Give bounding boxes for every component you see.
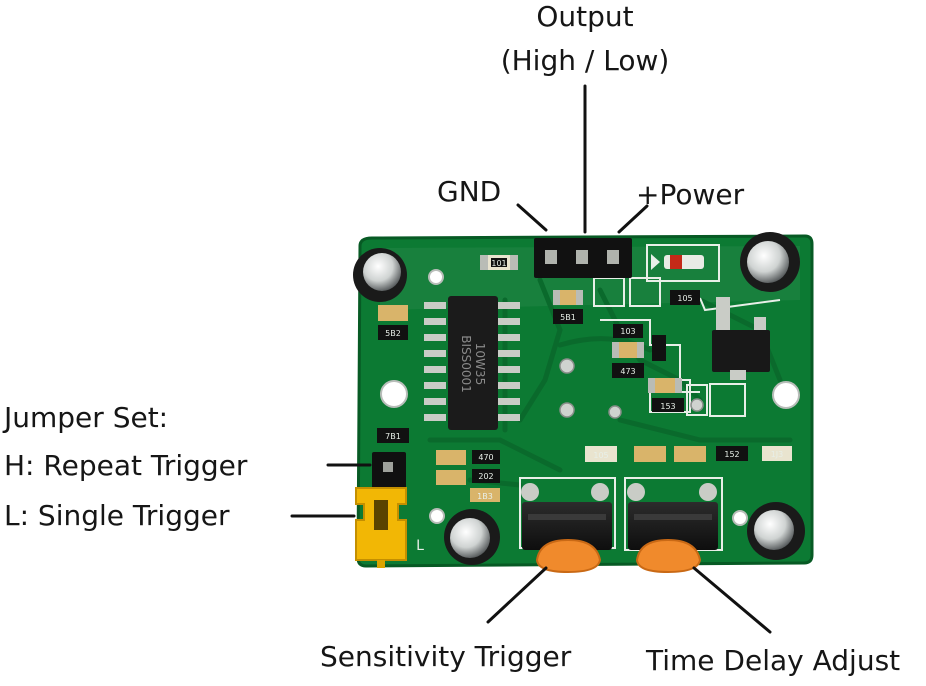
repeat-trigger-label: H: Repeat Trigger	[4, 449, 248, 482]
silk-label-152: 152	[724, 450, 739, 459]
pcb-silkscreen	[519, 277, 781, 551]
silk-label-105: 105	[677, 294, 692, 303]
silk-label-103: 103	[620, 327, 635, 336]
silk-label-153: 153	[660, 402, 675, 411]
time-delay-leader	[692, 566, 772, 634]
power-label: +Power	[636, 178, 745, 211]
pin-header	[534, 238, 632, 278]
voltage-regulator	[712, 297, 770, 380]
power-leader	[617, 204, 649, 234]
output-label: Output	[536, 0, 634, 33]
callout-lines	[290, 84, 772, 634]
silk-label-7b1: 7B1	[385, 432, 401, 441]
ic-marking-1: 10W35	[473, 343, 487, 385]
ic-marking-2: BISS0001	[459, 335, 473, 393]
sensitivity-trigger-label: Sensitivity Trigger	[320, 640, 572, 673]
single-trigger-label: L: Single Trigger	[4, 499, 230, 532]
silk-label-202: 202	[478, 472, 493, 481]
gnd-leader	[516, 203, 548, 232]
silk-label-l: L	[416, 538, 424, 554]
sensitivity-leader	[486, 566, 548, 624]
silk-label-470: 470	[478, 453, 493, 462]
jumper-set-label: Jumper Set:	[4, 401, 169, 434]
time-delay-adjust-label: Time Delay Adjust	[646, 644, 901, 677]
silk-label-5b1: 5B1	[560, 313, 576, 322]
output-high-low-label: (High / Low)	[500, 44, 670, 77]
smd-components	[377, 255, 792, 502]
capacitors	[353, 232, 805, 565]
silk-labels: 101 5B1 5B2 105 103 473 153 152 105 7B1 …	[385, 259, 783, 554]
potentiometers	[521, 483, 718, 574]
mounting-holes	[380, 269, 800, 526]
vias	[559, 358, 704, 419]
silk-label-473: 473	[620, 367, 635, 376]
diode	[646, 244, 720, 282]
silk-label-101: 101	[491, 259, 506, 268]
silk-label-1j3: 1J3	[771, 450, 784, 459]
silk-label-1b3: 1B3	[477, 492, 493, 501]
silk-label-5b2: 5B2	[385, 329, 401, 338]
ic-chip	[424, 296, 520, 430]
jumper-set	[355, 452, 407, 568]
silk-label-105b: 105	[593, 451, 608, 460]
gnd-label: GND	[437, 175, 502, 208]
